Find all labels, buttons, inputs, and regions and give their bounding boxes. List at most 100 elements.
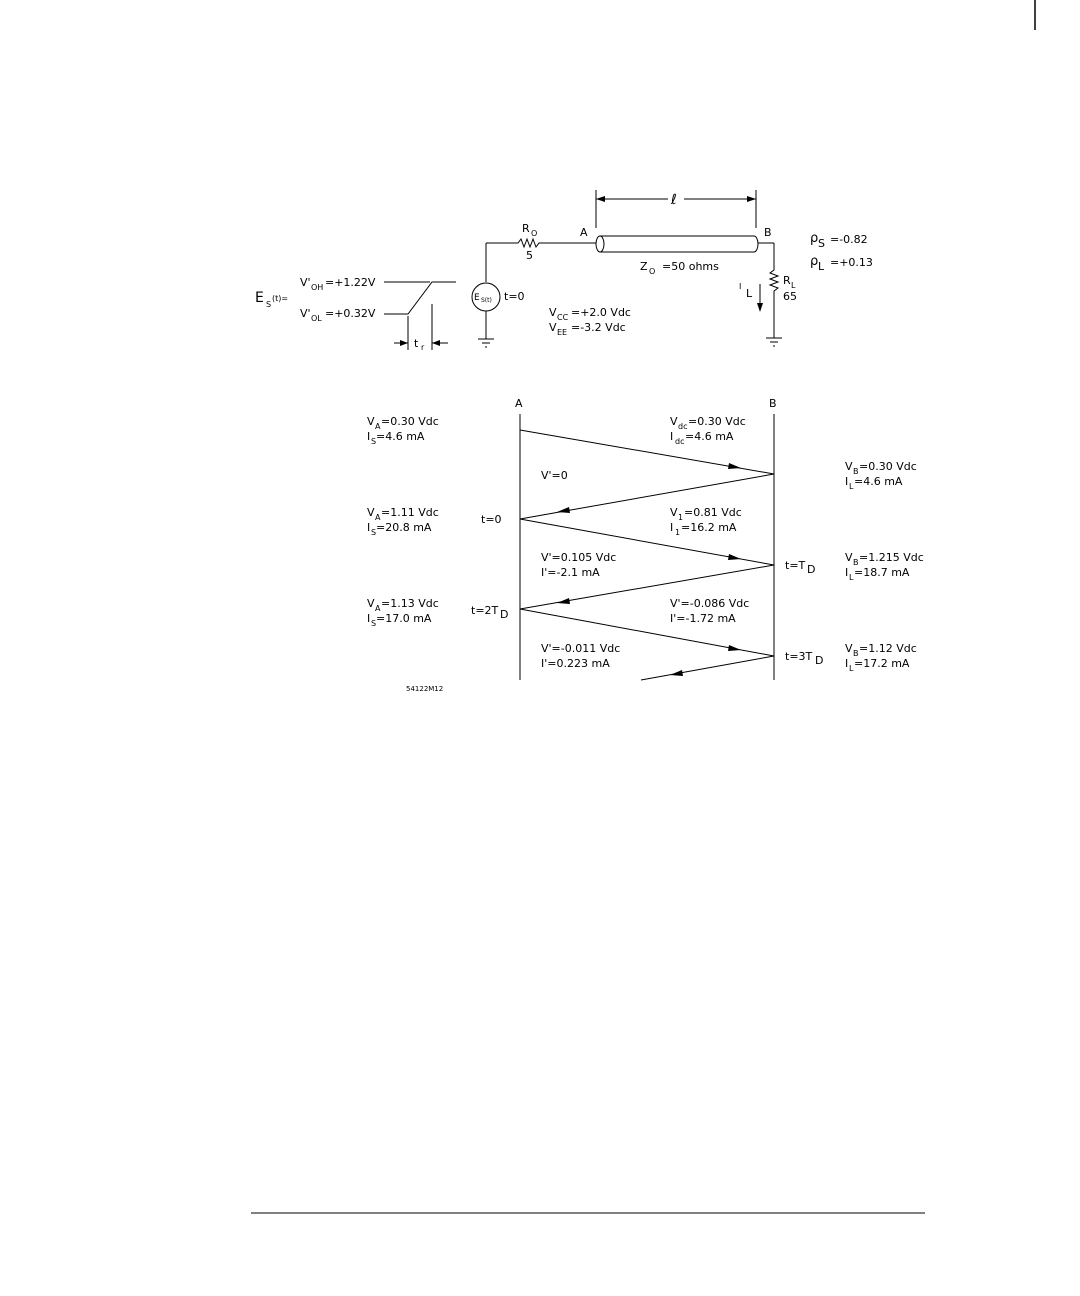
rise-time-label: t — [414, 337, 419, 350]
time-a-1: t=0 — [481, 513, 502, 526]
il-2-sub: L — [849, 573, 854, 582]
zo-sub: O — [649, 267, 655, 276]
il-3-value: =17.2 mA — [854, 657, 910, 670]
time-a-2: t=2T — [471, 604, 499, 617]
voltage-source: E S(t) t=0 — [471, 243, 525, 348]
is-1-value: =4.6 mA — [376, 430, 425, 443]
source-time: t=0 — [504, 290, 525, 303]
lattice-col-b: B — [769, 397, 777, 410]
load-resistor: R L 65 I L — [739, 243, 797, 347]
wave-5-v: V'=-0.086 Vdc — [670, 597, 749, 610]
line-right-end — [753, 235, 759, 253]
va-3-value: =1.13 Vdc — [381, 597, 439, 610]
idc-value: =4.6 mA — [685, 430, 734, 443]
line-left-end — [595, 235, 605, 253]
wave-6-v: V'=-0.011 Vdc — [541, 642, 620, 655]
length-dimension: ℓ — [595, 190, 757, 228]
is-2-value: =20.8 mA — [376, 521, 432, 534]
time-b-2-sub: D — [815, 654, 823, 667]
i1-label: I — [670, 521, 673, 534]
wave-label-3: V 1 =0.81 Vdc I 1 =16.2 mA — [670, 506, 742, 537]
source-resistor: R O 5 — [486, 222, 596, 262]
il-3-label: I — [845, 657, 848, 670]
bounce-arrow-2 — [557, 507, 570, 513]
transmission-line: Z O =50 ohms — [595, 235, 774, 276]
a-side-label-3: V A =1.13 Vdc I S =17.0 mA — [367, 597, 439, 628]
il-1-label: I — [845, 475, 848, 488]
zo-label: Z — [640, 260, 648, 273]
bounce-arrow-4 — [557, 598, 570, 604]
a-side-label-2: V A =1.11 Vdc I S =20.8 mA — [367, 506, 439, 537]
vee-value: =-3.2 Vdc — [571, 321, 626, 334]
zo-value: =50 ohms — [662, 260, 719, 273]
circuit-diagram: E S (t)= V' OH =+1.22V V' OL =+0.32V t r… — [255, 190, 873, 352]
vb-3-label: V — [845, 642, 853, 655]
is-3-label: I — [367, 612, 370, 625]
il-arrow-head — [757, 303, 763, 312]
va-1-label: V — [367, 415, 375, 428]
vb-1-value: =0.30 Vdc — [859, 460, 917, 473]
wave-label-5: V'=-0.086 Vdc I'=-1.72 mA — [670, 597, 749, 625]
wave-label-4: V'=0.105 Vdc I'=-2.1 mA — [541, 551, 616, 579]
b-side-label-1: V B =0.30 Vdc I L =4.6 mA — [845, 460, 917, 491]
es-label: E — [255, 290, 264, 306]
vol-label: V' — [300, 307, 311, 320]
il-2-label: I — [845, 566, 848, 579]
il-1-sub: L — [849, 482, 854, 491]
vee-label: V — [549, 321, 557, 334]
is-1-label: I — [367, 430, 370, 443]
is-3-value: =17.0 mA — [376, 612, 432, 625]
time-b-2: t=3T — [785, 650, 813, 663]
b-side-label-3: V B =1.12 Vdc I L =17.2 mA — [845, 642, 917, 673]
va-3-sub: A — [375, 604, 381, 613]
bounce-arrow-1 — [728, 463, 741, 469]
vb-2-value: =1.215 Vdc — [859, 551, 924, 564]
v1-value: =0.81 Vdc — [684, 506, 742, 519]
wave-4-i: I'=-2.1 mA — [541, 566, 600, 579]
source-label: E — [474, 293, 480, 303]
idc-sub: dc — [675, 437, 684, 446]
va-2-value: =1.11 Vdc — [381, 506, 439, 519]
rl-zigzag — [768, 243, 780, 338]
rl-sub: L — [791, 281, 796, 290]
vee-sub: EE — [557, 328, 567, 337]
source-label-sub: S(t) — [481, 297, 492, 304]
vcc-label: V — [549, 306, 557, 319]
vcc-value: =+2.0 Vdc — [571, 306, 631, 319]
time-b-1-sub: D — [807, 563, 815, 576]
rho-l-sub: L — [818, 260, 825, 273]
bounce-arrow-6 — [670, 670, 683, 676]
rho-s-sub: S — [818, 237, 825, 250]
wave-4-v: V'=0.105 Vdc — [541, 551, 616, 564]
i1-value: =16.2 mA — [681, 521, 737, 534]
ro-label: R — [522, 222, 530, 235]
vb-1-label: V — [845, 460, 853, 473]
va-3-label: V — [367, 597, 375, 610]
reflection-coefficients: ρ S =-0.82 ρ L =+0.13 — [810, 231, 873, 273]
es-sub: S — [266, 300, 271, 309]
is-3-sub: S — [371, 619, 376, 628]
va-1-value: =0.30 Vdc — [381, 415, 439, 428]
is-2-label: I — [367, 521, 370, 534]
rho-l-label: ρ — [810, 254, 818, 269]
wave-label-1: V dc =0.30 Vdc I dc =4.6 mA — [670, 415, 746, 446]
il-2-value: =18.7 mA — [854, 566, 910, 579]
va-2-sub: A — [375, 513, 381, 522]
supply-voltages: V CC =+2.0 Vdc V EE =-3.2 Vdc — [549, 306, 631, 337]
vcc-sub: CC — [557, 313, 569, 322]
il-1-value: =4.6 mA — [854, 475, 903, 488]
node-a-label: A — [580, 226, 588, 239]
bounce-line-6 — [640, 655, 775, 681]
es-tail: (t)= — [272, 294, 288, 303]
rl-label: R — [783, 274, 791, 287]
time-a-2-sub: D — [500, 608, 508, 621]
rho-l-value: =+0.13 — [830, 256, 873, 269]
voh-value: =+1.22V — [325, 276, 376, 289]
rise-time-sub: r — [421, 343, 425, 352]
ro-sub: O — [531, 229, 537, 238]
time-b-1: t=T — [785, 559, 806, 572]
is-2-sub: S — [371, 528, 376, 537]
figure-id: 54122M12 — [406, 685, 443, 693]
voh-label: V' — [300, 276, 311, 289]
